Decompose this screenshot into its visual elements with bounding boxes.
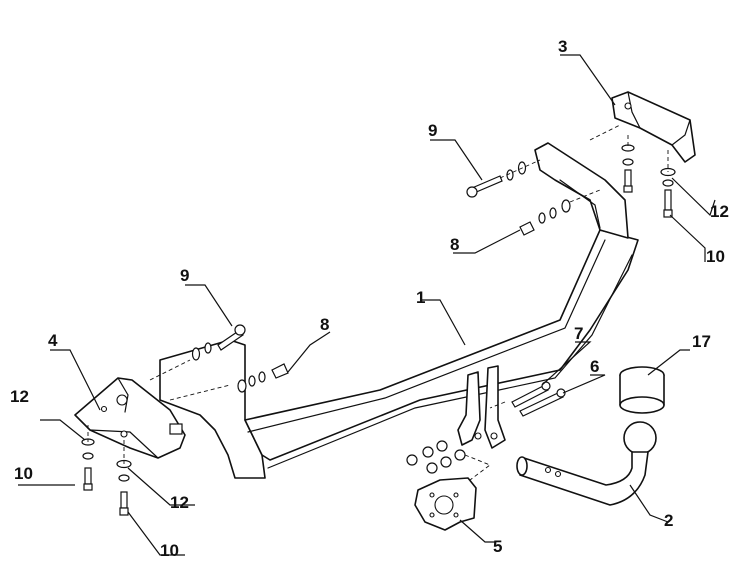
- left-bracket-part-4: [74, 377, 186, 459]
- callout-17: 17: [692, 332, 711, 351]
- callout-10-left: 10: [14, 464, 33, 483]
- socket-plate-part-5: [414, 477, 477, 531]
- callout-4: 4: [48, 331, 58, 350]
- callout-9-lower: 9: [180, 266, 189, 285]
- callout-8-upper: 8: [450, 235, 459, 254]
- callout-9-upper: 9: [428, 121, 437, 140]
- ball-cover-part-17: [619, 366, 665, 414]
- callout-10-lower: 10: [160, 541, 179, 560]
- callout-6: 6: [590, 357, 599, 376]
- callout-2: 2: [664, 511, 673, 530]
- callout-1: 1: [416, 288, 425, 307]
- callout-12-right: 12: [710, 202, 729, 221]
- callout-12-lower: 12: [170, 493, 189, 512]
- crossbar-part-1: [159, 142, 639, 479]
- callout-5: 5: [493, 537, 502, 556]
- right-bracket-part-3: [611, 91, 696, 163]
- callout-3: 3: [558, 37, 567, 56]
- callout-labels: 1 3 4 7 6 8 8 9 9 12 12 12 10 10 10 17 2…: [10, 37, 729, 560]
- assembly-lines: [87, 124, 669, 481]
- callout-7: 7: [574, 324, 583, 343]
- callout-leaders: [18, 54, 716, 556]
- callout-8-lower: 8: [320, 315, 329, 334]
- callout-10-right: 10: [706, 247, 725, 266]
- ball-neck-part-2: [516, 421, 657, 506]
- callout-12-left: 12: [10, 387, 29, 406]
